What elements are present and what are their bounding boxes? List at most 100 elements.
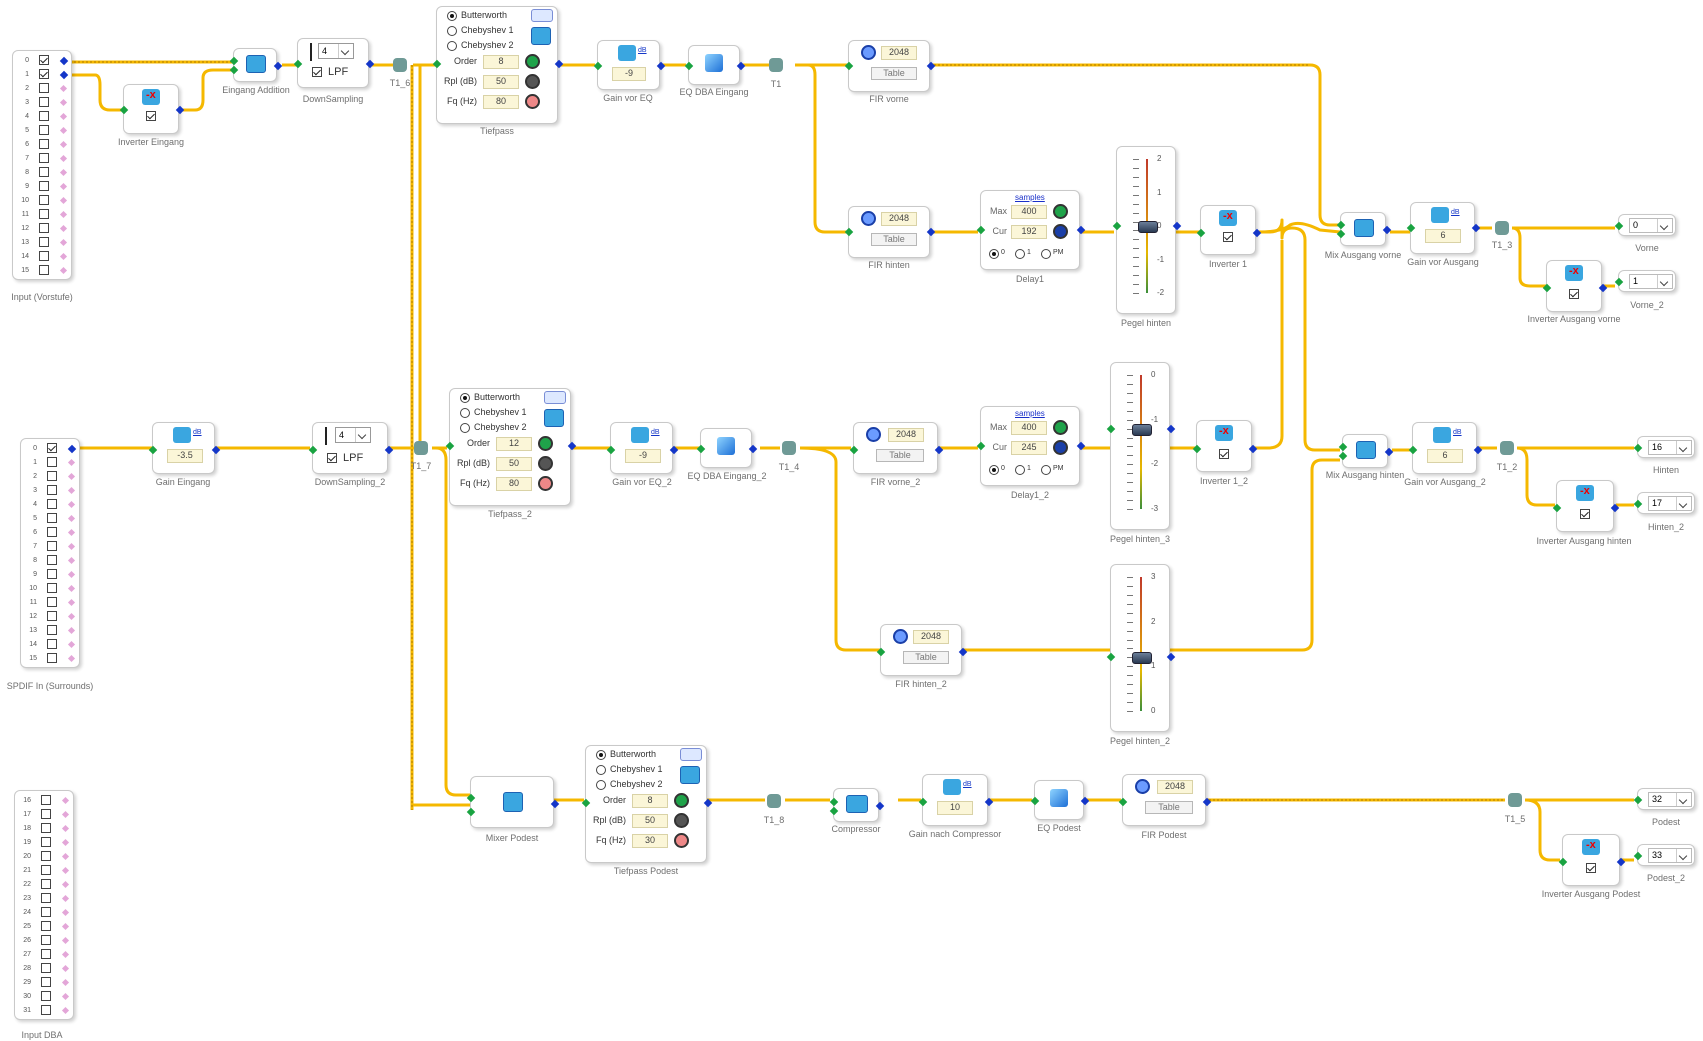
output-pin[interactable] [926, 61, 936, 71]
input-pin[interactable] [229, 56, 239, 66]
gain-nach-compressor-value[interactable]: 10 [937, 801, 973, 815]
input-pin[interactable] [466, 793, 476, 803]
channel-output-pin[interactable] [59, 154, 68, 163]
channel-checkbox[interactable] [47, 527, 57, 537]
channel-checkbox[interactable] [41, 879, 51, 889]
delay-param-value[interactable]: 400 [1011, 421, 1047, 435]
delay-mode-radio[interactable] [1041, 249, 1051, 259]
output-pin[interactable] [554, 59, 564, 69]
t1-4-junction[interactable] [782, 441, 796, 455]
inverter-ausgang-vorne-checkbox[interactable] [1569, 289, 1579, 299]
channel-output-pin[interactable] [59, 196, 68, 205]
output-pin[interactable] [1172, 221, 1182, 231]
input-pin[interactable] [844, 227, 854, 237]
param-value[interactable]: 50 [632, 814, 668, 828]
channel-output-pin[interactable] [61, 838, 70, 847]
input-pin[interactable] [1106, 424, 1116, 433]
input-pin[interactable] [1338, 442, 1348, 452]
param-knob-icon[interactable] [674, 813, 689, 828]
channel-checkbox[interactable] [41, 1005, 51, 1015]
param-knob-icon[interactable] [525, 94, 540, 109]
fir-knob-icon[interactable] [861, 211, 876, 226]
output-pin[interactable] [703, 798, 713, 808]
output-pin[interactable] [550, 799, 560, 809]
channel-checkbox[interactable] [41, 949, 51, 959]
gain-vor-eq-block[interactable]: dB -9 [593, 40, 666, 90]
input-pin[interactable] [229, 65, 239, 75]
param-value[interactable]: 8 [483, 55, 519, 69]
channel-output-pin[interactable] [59, 252, 68, 261]
inverter1-2-block[interactable]: -x [1192, 420, 1258, 472]
channel-output-pin[interactable] [67, 458, 76, 467]
input-pin[interactable] [829, 806, 839, 816]
channel-checkbox[interactable] [41, 921, 51, 931]
podest-2-output-block[interactable]: 33 [1633, 844, 1695, 866]
output-pin[interactable] [736, 61, 746, 71]
inverter-eingang-checkbox[interactable] [146, 111, 156, 121]
output-pin[interactable] [926, 227, 936, 237]
channel-checkbox[interactable] [41, 991, 51, 1001]
t1-7-junction[interactable] [414, 441, 428, 455]
vorne-channel-select[interactable]: 0 [1629, 218, 1673, 233]
channel-output-pin[interactable] [59, 56, 69, 66]
channel-output-pin[interactable] [59, 70, 69, 80]
gain-vor-ausgang-value[interactable]: 6 [1425, 229, 1461, 243]
gain-vor-ausgang-2-block[interactable]: dB 6 [1408, 422, 1483, 474]
mixer-podest-block[interactable] [466, 776, 560, 828]
input-pin[interactable] [148, 445, 158, 455]
input-pin[interactable] [1336, 220, 1346, 230]
compressor-block[interactable] [829, 788, 885, 822]
slider-thumb[interactable] [1138, 221, 1158, 233]
output-pin[interactable] [958, 647, 968, 657]
channel-output-pin[interactable] [67, 542, 76, 551]
param-value[interactable]: 8 [632, 794, 668, 808]
channel-checkbox[interactable] [41, 977, 51, 987]
channel-checkbox[interactable] [41, 823, 51, 833]
output-pin[interactable] [1202, 797, 1212, 807]
slider-track[interactable] [1140, 375, 1142, 509]
filter-type-radio[interactable] [447, 41, 457, 51]
output-pin[interactable] [1166, 424, 1176, 433]
input-pin[interactable] [1633, 499, 1643, 509]
input-pin[interactable] [581, 798, 591, 808]
channel-checkbox[interactable] [39, 139, 49, 149]
inverter-ausgang-hinten-block[interactable]: -x [1552, 480, 1620, 532]
t1-3-junction[interactable] [1495, 221, 1509, 235]
filter-type-radio[interactable] [460, 393, 470, 403]
gain-vor-ausgang-2-value[interactable]: 6 [1427, 449, 1463, 463]
podest-2-channel-select[interactable]: 33 [1648, 848, 1692, 863]
input-pin[interactable] [1030, 796, 1040, 806]
channel-output-pin[interactable] [61, 1006, 70, 1015]
channel-checkbox[interactable] [39, 111, 49, 121]
channel-output-pin[interactable] [67, 486, 76, 495]
channel-checkbox[interactable] [47, 485, 57, 495]
fir-hinten-table-button[interactable]: Table [871, 233, 917, 246]
channel-output-pin[interactable] [59, 98, 68, 107]
channel-output-pin[interactable] [67, 500, 76, 509]
input-pin[interactable] [1614, 277, 1624, 287]
channel-checkbox[interactable] [39, 181, 49, 191]
vorne-2-output-block[interactable]: 1 [1614, 270, 1676, 292]
downsampling-2-block[interactable]: 4 LPF [308, 422, 394, 474]
fir-hinten-2-table-button[interactable]: Table [903, 651, 949, 664]
param-value[interactable]: 50 [483, 75, 519, 89]
delay-unit-link[interactable]: samples [1015, 409, 1045, 418]
output-pin[interactable] [1471, 223, 1481, 233]
eq-dba-eingang-block[interactable] [684, 45, 746, 85]
fir-knob-icon[interactable] [893, 629, 908, 644]
param-value[interactable]: 50 [496, 457, 532, 471]
channel-output-pin[interactable] [59, 266, 68, 275]
inverter1-checkbox[interactable] [1223, 232, 1233, 242]
output-pin[interactable] [175, 105, 185, 115]
channel-checkbox[interactable] [47, 639, 57, 649]
delay-unit-link[interactable]: samples [1015, 193, 1045, 202]
output-pin[interactable] [748, 444, 758, 454]
channel-checkbox[interactable] [39, 97, 49, 107]
channel-output-pin[interactable] [61, 964, 70, 973]
output-pin[interactable] [669, 445, 679, 455]
input-pin[interactable] [1614, 221, 1624, 231]
filter-type-radio[interactable] [596, 765, 606, 775]
